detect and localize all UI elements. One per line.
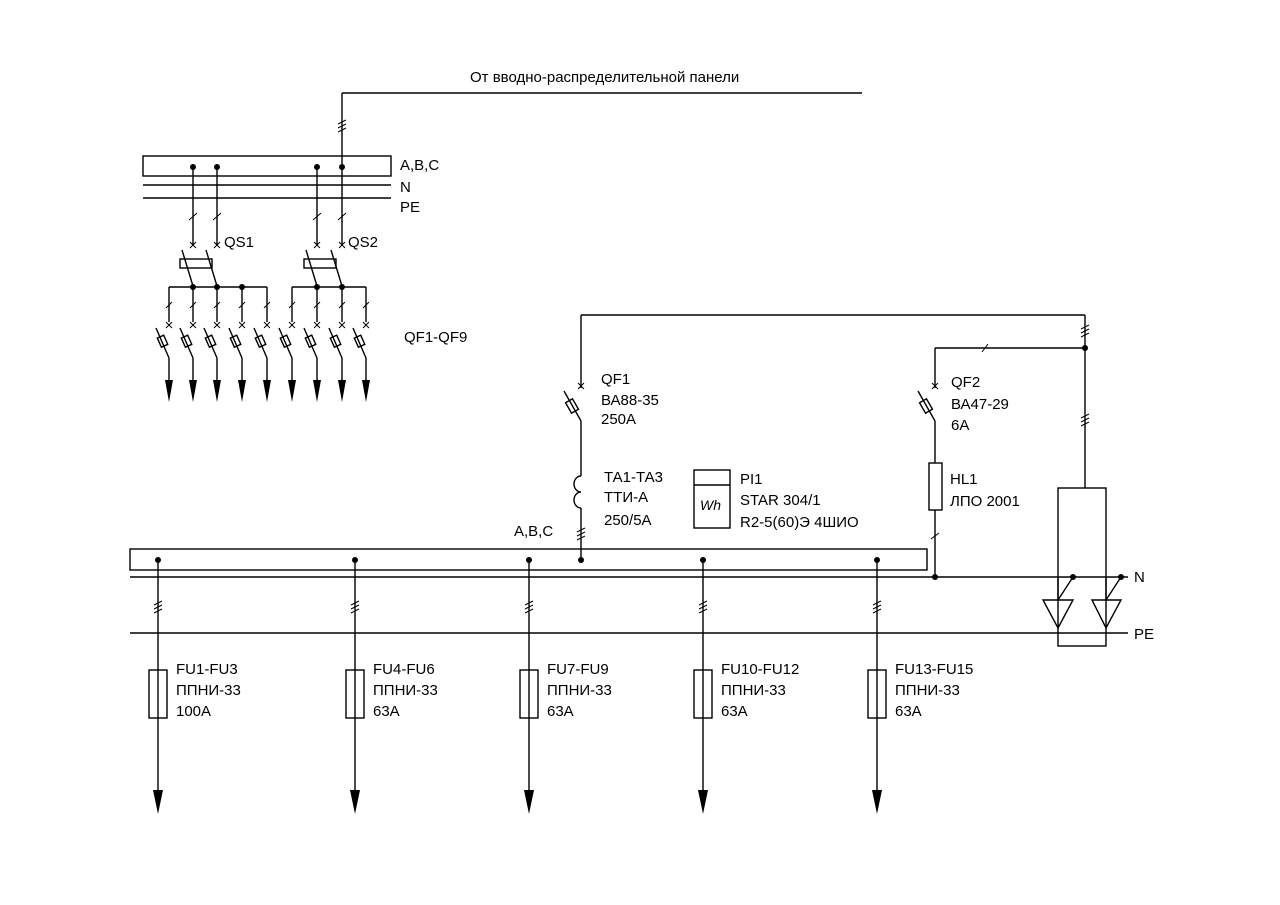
fuse-symbol <box>519 669 539 719</box>
meter-symbol: Wh <box>700 497 721 513</box>
qf2-type: ВА47-29 <box>951 396 1009 413</box>
meter-name: PI1 <box>740 471 763 488</box>
qs1-label: QS1 <box>224 234 254 251</box>
aux-branch <box>917 315 1090 580</box>
qs2-label: QS2 <box>348 234 378 251</box>
outgoing-arrow <box>698 790 708 814</box>
lower-bus-label: A,B,C <box>514 523 553 540</box>
upper-phase-bus <box>142 155 392 177</box>
upper-bus-label: A,B,C <box>400 157 439 174</box>
breaker-qf8 <box>328 287 346 402</box>
fuse-rating: 63А <box>547 703 574 720</box>
fuse-type: ППНИ-33 <box>895 682 960 699</box>
qf-group-label: QF1-QF9 <box>404 329 467 346</box>
switch-qs1 <box>179 167 222 287</box>
breaker-qf9 <box>352 287 370 402</box>
fuse-feeders: FU1-FU3ППНИ-33100АFU4-FU6ППНИ-3363АFU7-F… <box>148 557 973 814</box>
fuse-symbol <box>867 669 887 719</box>
fuse-type: ППНИ-33 <box>176 682 241 699</box>
fuse-name: FU1-FU3 <box>176 661 238 678</box>
fuse-name: FU4-FU6 <box>373 661 435 678</box>
hl1-name: HL1 <box>950 471 978 488</box>
lower-pe-label: PE <box>1134 626 1154 643</box>
ta-name: ТА1-ТА3 <box>604 469 663 486</box>
fuse-type: ППНИ-33 <box>547 682 612 699</box>
qs1-distribution <box>169 284 267 290</box>
upper-busbars <box>142 155 392 199</box>
breaker-qf7 <box>303 287 321 402</box>
fuse-symbol <box>148 669 168 719</box>
meter-model: STAR 304/1 <box>740 492 821 509</box>
qs2-distribution <box>292 284 366 290</box>
fuse-type: ППНИ-33 <box>373 682 438 699</box>
fuse-symbol <box>345 669 365 719</box>
main-branch <box>563 314 1085 563</box>
upper-n-label: N <box>400 179 411 196</box>
ta-ratio: 250/5А <box>604 512 652 529</box>
meter-pi1 <box>693 469 731 529</box>
breaker-qf3 <box>203 287 221 402</box>
lower-busbars <box>129 548 1128 634</box>
fuse-rating: 63А <box>373 703 400 720</box>
breaker-qf1 <box>155 287 173 402</box>
fuse-type: ППНИ-33 <box>721 682 786 699</box>
fuse-name: FU10-FU12 <box>721 661 799 678</box>
qf1-name: QF1 <box>601 371 630 388</box>
outgoing-arrow <box>872 790 882 814</box>
outgoing-arrow <box>350 790 360 814</box>
upper-pe-label: PE <box>400 199 420 216</box>
hl1-type: ЛПО 2001 <box>950 493 1020 510</box>
switch-qs2 <box>303 167 347 287</box>
breaker-qf5 <box>253 287 271 402</box>
upper-tap-dots <box>190 164 345 170</box>
fuse-name: FU13-FU15 <box>895 661 973 678</box>
breaker-qf4 <box>228 287 246 402</box>
three-phase-mark <box>337 119 347 133</box>
source-label: От вводно-распределительной панели <box>470 69 739 86</box>
lower-n-label: N <box>1134 569 1145 586</box>
qf2-rating: 6А <box>951 417 969 434</box>
breaker-qf2 <box>179 287 197 402</box>
socket-block <box>1041 487 1124 647</box>
breakers-qf1-qf9 <box>155 287 370 402</box>
fuse-rating: 63А <box>895 703 922 720</box>
fuse-name: FU7-FU9 <box>547 661 609 678</box>
fuse-rating: 63А <box>721 703 748 720</box>
fuse-symbol <box>693 669 713 719</box>
incoming-feeder <box>337 92 862 166</box>
outgoing-arrow <box>524 790 534 814</box>
fuse-rating: 100А <box>176 703 211 720</box>
qf2-name: QF2 <box>951 374 980 391</box>
meter-variant: R2-5(60)Э 4ШИО <box>740 514 859 531</box>
qf1-rating: 250А <box>601 411 636 428</box>
qf1-type: ВА88-35 <box>601 392 659 409</box>
ta-type: ТТИ-А <box>604 489 648 506</box>
outgoing-arrow <box>153 790 163 814</box>
breaker-qf6 <box>278 287 296 402</box>
